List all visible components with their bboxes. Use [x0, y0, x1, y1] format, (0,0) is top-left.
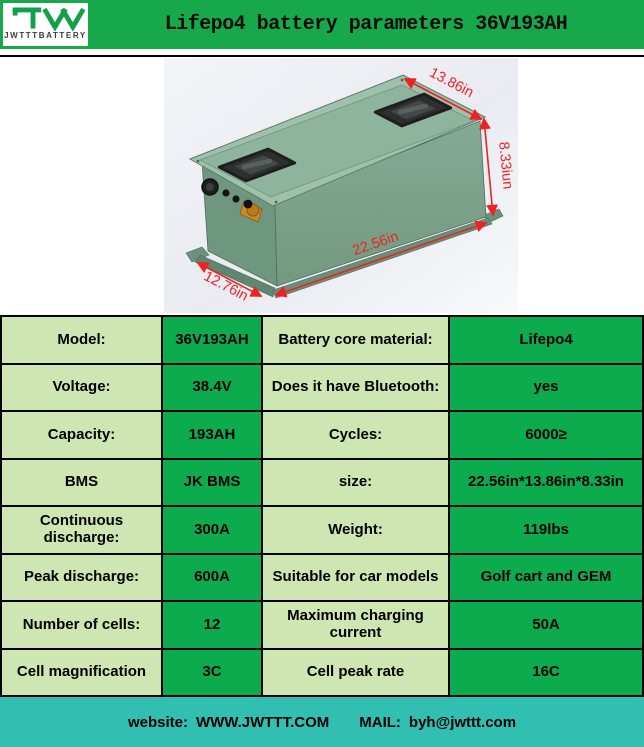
spec-value: 600A: [163, 554, 261, 600]
page-title: Lifepo4 battery parameters 36V193AH: [164, 13, 568, 36]
product-image-section: 13.86in 8.33iun 22.56in 12.76in: [0, 57, 644, 315]
header-spacer: [0, 49, 644, 55]
spec-value: yes: [450, 364, 642, 410]
spec-value: 16C: [450, 649, 642, 695]
spec-label: Model:: [2, 317, 161, 363]
spec-value: 3C: [163, 649, 261, 695]
spec-value: Lifepo4: [450, 317, 642, 363]
spec-label: Maximum charging current: [263, 602, 448, 648]
spec-label: Number of cells:: [2, 602, 161, 648]
spec-value: JK BMS: [163, 459, 261, 505]
spec-label: Capacity:: [2, 412, 161, 458]
header-divider: [0, 55, 644, 57]
jwttt-logo-icon: [12, 7, 85, 31]
website-label: website:: [127, 713, 188, 731]
spec-label: Battery core material:: [263, 317, 448, 363]
spec-value: 119lbs: [450, 507, 642, 553]
spec-label: Voltage:: [2, 364, 161, 410]
battery-3d-render-icon: 13.86in 8.33iun 22.56in 12.76in: [164, 58, 518, 313]
spec-label: Does it have Bluetooth:: [263, 364, 448, 410]
spec-value: 193AH: [163, 412, 261, 458]
spec-value: Golf cart and GEM: [450, 554, 642, 600]
spec-value: 38.4V: [163, 364, 261, 410]
spec-label: BMS: [2, 459, 161, 505]
dimension-label-right: 8.33iun: [495, 141, 515, 190]
spec-label: Cell magnification: [2, 649, 161, 695]
logo-text: JWTTTBATTERY: [4, 31, 87, 40]
spec-label: Weight:: [263, 507, 448, 553]
spec-value: 6000≥: [450, 412, 642, 458]
dimension-lines: [196, 78, 499, 298]
spec-value: 36V193AH: [163, 317, 261, 363]
spec-table: Model: 36V193AH Battery core material: L…: [0, 315, 644, 697]
mail-label: MAIL:: [359, 713, 401, 731]
footer-bar: website: WWW.JWTTT.COM MAIL: byh@jwttt.c…: [0, 697, 644, 747]
header-bar: JWTTTBATTERY Lifepo4 battery parameters …: [0, 0, 644, 49]
spec-value: 50A: [450, 602, 642, 648]
spec-label: Suitable for car models: [263, 554, 448, 600]
spec-value: 12: [163, 602, 261, 648]
spec-value: 300A: [163, 507, 261, 553]
company-logo: JWTTTBATTERY: [3, 3, 88, 46]
spec-label: size:: [263, 459, 448, 505]
handle-plate-icon: [217, 147, 297, 183]
spec-label: Cycles:: [263, 412, 448, 458]
spec-label: Cell peak rate: [263, 649, 448, 695]
spec-label: Continuous discharge:: [2, 507, 161, 553]
mail-address: byh@jwttt.com: [408, 713, 517, 731]
spec-value: 22.56in*13.86in*8.33in: [450, 459, 642, 505]
spec-label: Peak discharge:: [2, 554, 161, 600]
website-url: WWW.JWTTT.COM: [195, 713, 330, 731]
connector-icons: [201, 178, 263, 223]
